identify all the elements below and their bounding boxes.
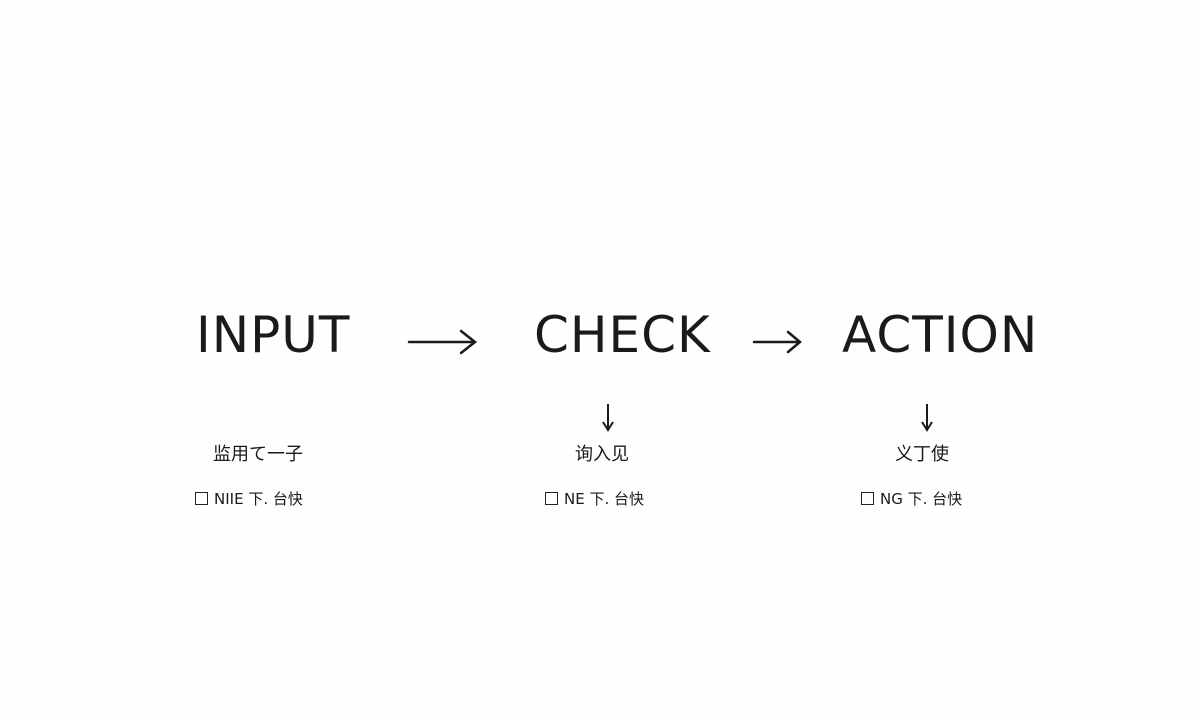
note-text: NG 下. 台快 (880, 490, 963, 508)
stage-action-title: ACTION (842, 306, 1039, 364)
note-text: NE 下. 台快 (564, 490, 645, 508)
arrow-down-icon (921, 404, 933, 432)
checkbox-icon (195, 492, 208, 505)
arrow-right-icon (752, 330, 802, 354)
stage-action-subtitle: 义丁使 (895, 444, 949, 465)
arrow-right-icon (407, 329, 478, 355)
checkbox-icon (545, 492, 558, 505)
note-text: NIIE 下. 台快 (214, 490, 303, 508)
stage-check-note: NE 下. 台快 (545, 488, 644, 509)
checkbox-icon (861, 492, 874, 505)
stage-input-title: INPUT (196, 306, 351, 364)
stage-check-subtitle: 询入见 (575, 444, 629, 465)
stage-check-title: CHECK (534, 306, 711, 364)
stage-action-note: NG 下. 台快 (861, 488, 962, 509)
stage-input-subtitle: 监用て一子 (213, 444, 303, 465)
stage-input-note: NIIE 下. 台快 (195, 488, 303, 509)
arrow-down-icon (602, 404, 614, 432)
